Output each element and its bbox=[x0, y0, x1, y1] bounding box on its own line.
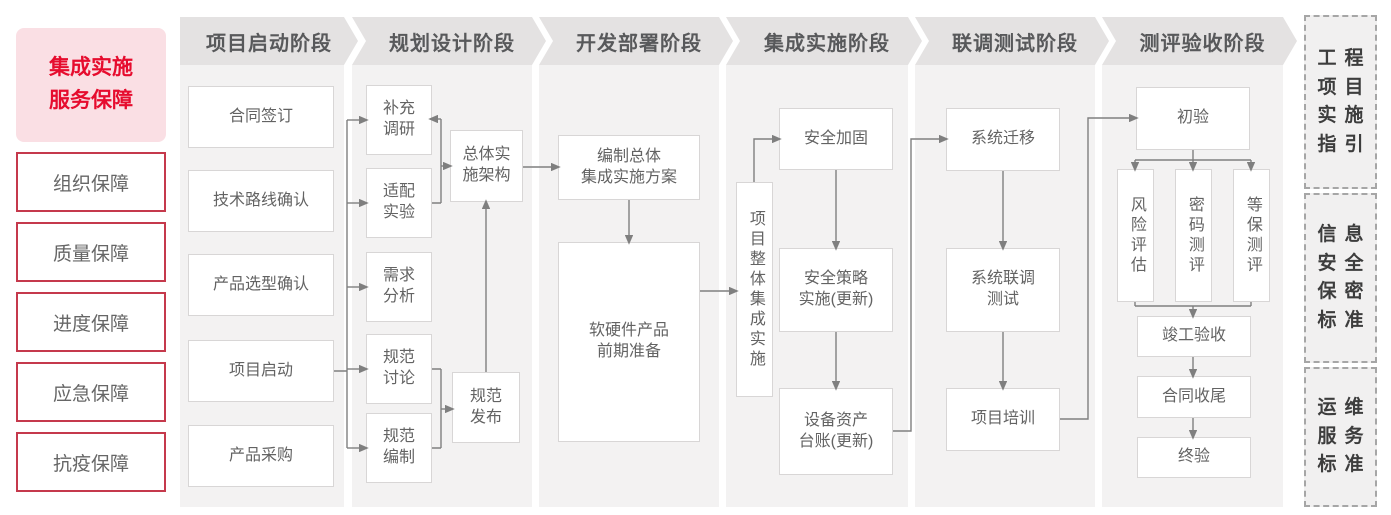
node-product-selection-confirm: 产品选型确认 bbox=[188, 254, 334, 316]
phase-header-evaluation-acceptance: 测评验收阶段 bbox=[1102, 17, 1297, 65]
node-tech-route-confirm: 技术路线确认 bbox=[188, 170, 334, 232]
node-hw-sw-preparation: 软硬件产品 前期准备 bbox=[558, 242, 700, 442]
phase-header-planning-design: 规划设计阶段 bbox=[352, 17, 546, 65]
standard-box-project-implementation-guide: 工程 项目 实施 指引 bbox=[1304, 15, 1377, 189]
node-spec-release: 规范 发布 bbox=[452, 372, 520, 443]
node-product-procurement: 产品采购 bbox=[188, 425, 334, 487]
phase-header-dev-deploy: 开发部署阶段 bbox=[539, 17, 733, 65]
node-joint-debug-testing: 系统联调 测试 bbox=[946, 248, 1060, 332]
node-security-hardening: 安全加固 bbox=[779, 108, 893, 170]
sidebar-title: 集成实施 服务保障 bbox=[16, 28, 166, 142]
sidebar-item-emergency: 应急保障 bbox=[16, 362, 166, 422]
node-final-acceptance: 终验 bbox=[1137, 437, 1251, 478]
node-overall-integration-plan: 编制总体 集成实施方案 bbox=[558, 135, 700, 200]
node-contract-signing: 合同签订 bbox=[188, 86, 334, 148]
node-mlps-evaluation: 等保测评 bbox=[1233, 169, 1270, 302]
node-crypto-evaluation: 密码测评 bbox=[1175, 169, 1212, 302]
node-security-policy-update: 安全策略 实施(更新) bbox=[779, 248, 893, 332]
node-system-migration: 系统迁移 bbox=[946, 108, 1060, 171]
phase-header-project-start: 项目启动阶段 bbox=[180, 17, 358, 65]
node-spec-discussion: 规范 讨论 bbox=[366, 334, 432, 404]
node-preliminary-acceptance: 初验 bbox=[1136, 87, 1250, 150]
node-overall-project-integration: 项目整体集成实施 bbox=[736, 182, 773, 397]
node-requirement-analysis: 需求 分析 bbox=[366, 252, 432, 322]
node-completion-acceptance: 竣工验收 bbox=[1137, 316, 1251, 357]
node-project-training: 项目培训 bbox=[946, 388, 1060, 451]
sidebar-item-organization: 组织保障 bbox=[16, 152, 166, 212]
node-supplementary-research: 补充 调研 bbox=[366, 85, 432, 155]
node-adaptation-test: 适配 实验 bbox=[366, 168, 432, 238]
standard-box-ops-service: 运维 服务 标准 bbox=[1304, 367, 1377, 507]
node-risk-assessment: 风险评估 bbox=[1117, 169, 1154, 302]
node-spec-drafting: 规范 编制 bbox=[366, 413, 432, 483]
node-contract-closure: 合同收尾 bbox=[1137, 376, 1251, 418]
phase-header-joint-test: 联调测试阶段 bbox=[915, 17, 1109, 65]
node-overall-implementation-architecture: 总体实 施架构 bbox=[450, 130, 523, 202]
sidebar-item-progress: 进度保障 bbox=[16, 292, 166, 352]
phase-header-integration: 集成实施阶段 bbox=[726, 17, 922, 65]
standard-box-info-security-confidentiality: 信息 安全 保密 标准 bbox=[1304, 193, 1377, 363]
sidebar-item-quality: 质量保障 bbox=[16, 222, 166, 282]
sidebar-item-epidemic: 抗疫保障 bbox=[16, 432, 166, 492]
node-project-kickoff: 项目启动 bbox=[188, 340, 334, 402]
node-asset-ledger-update: 设备资产 台账(更新) bbox=[779, 388, 893, 475]
